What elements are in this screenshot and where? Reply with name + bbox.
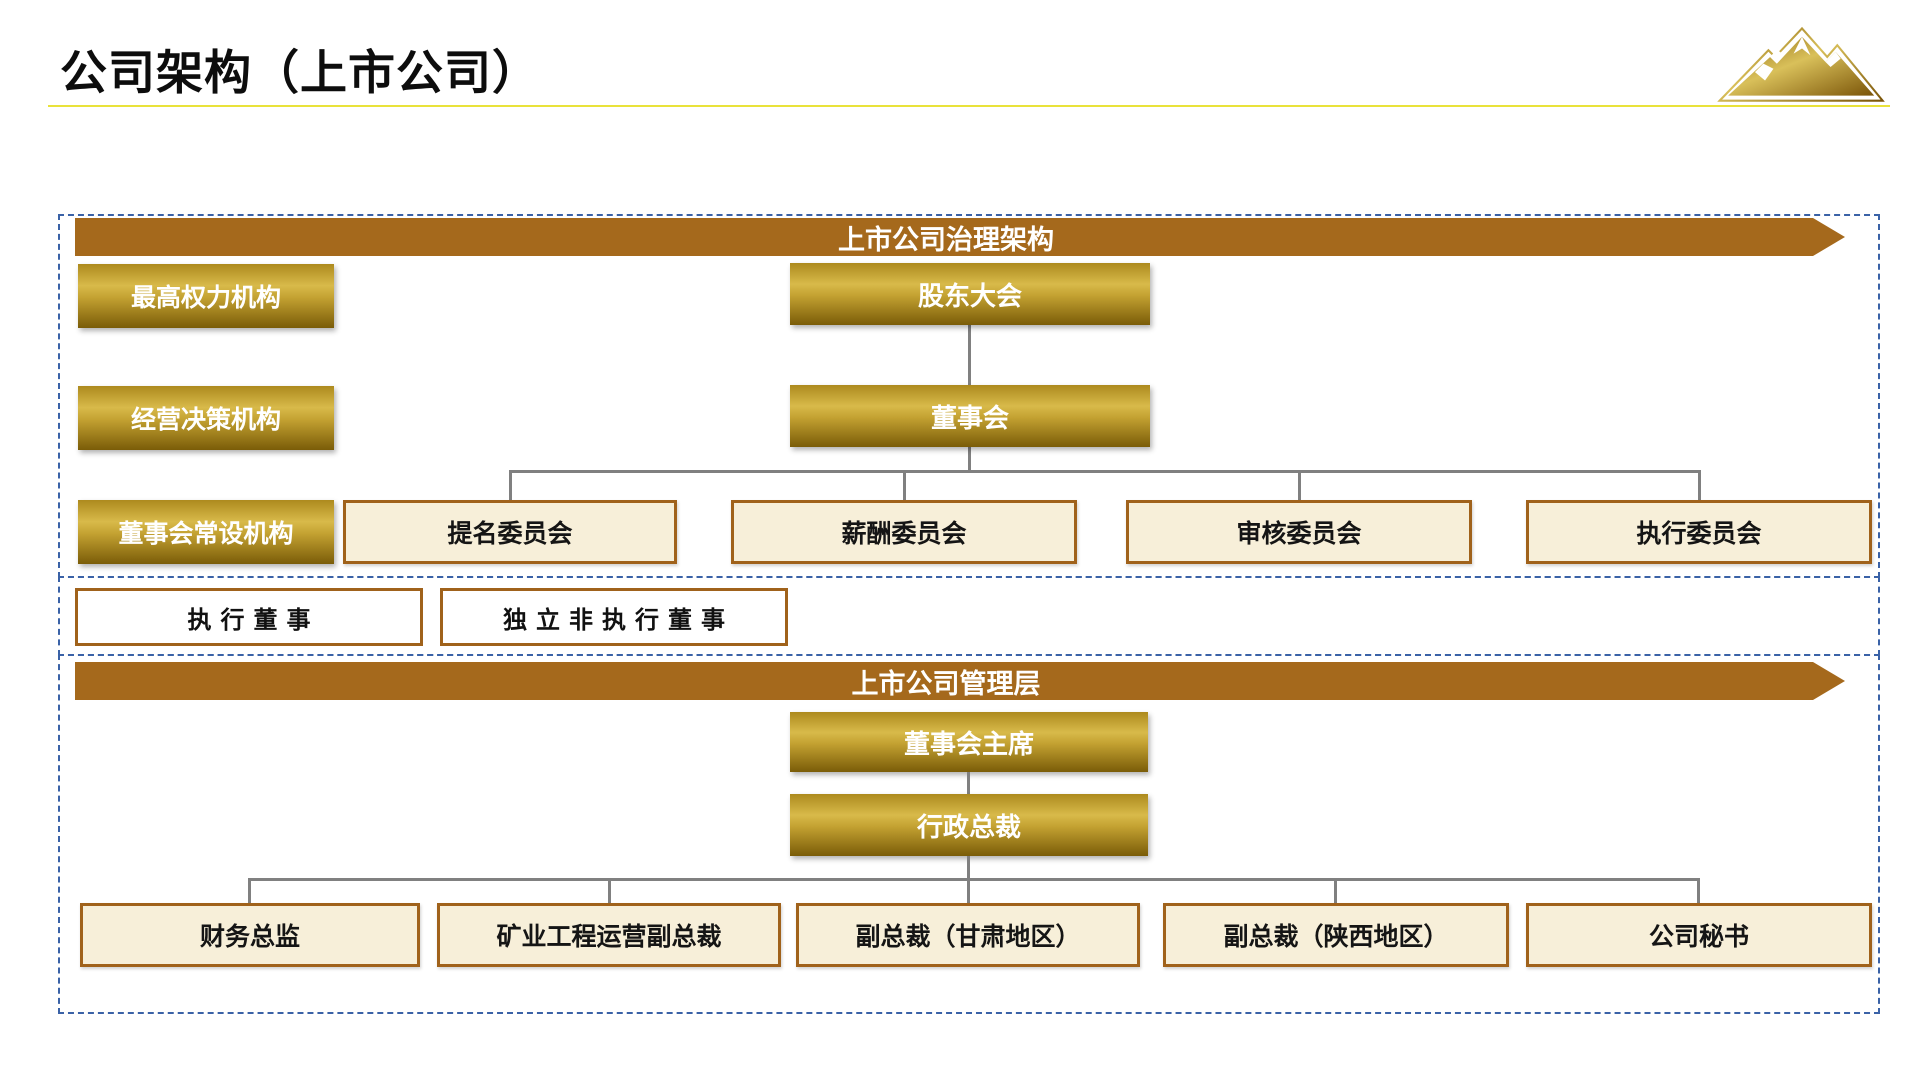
connector-ceo-down bbox=[967, 856, 970, 880]
box-cfo-text: 财务总监 bbox=[199, 923, 300, 951]
box-shareholders-meeting-text: 股东大会 bbox=[917, 280, 1022, 311]
label-decision-making-body: 经营决策机构 bbox=[78, 386, 334, 450]
box-mining-operations-vp-text: 矿业工程运营副总裁 bbox=[496, 923, 722, 951]
title-underline bbox=[48, 105, 1890, 107]
box-shareholders-meeting: 股东大会 bbox=[790, 263, 1150, 325]
connector-chairman-ceo bbox=[967, 772, 970, 794]
management-banner-label: 上市公司管理层 bbox=[851, 668, 1041, 699]
box-cfo: 财务总监 bbox=[80, 903, 420, 967]
box-independent-non-executive-director: 独立非执行董事 bbox=[440, 588, 788, 646]
box-company-secretary: 公司秘书 bbox=[1526, 903, 1872, 967]
connector-board-down bbox=[968, 447, 971, 472]
connector-executives-horizontal bbox=[248, 878, 1700, 881]
connector-shareholders-board bbox=[968, 325, 971, 386]
governance-banner-label: 上市公司治理架构 bbox=[838, 224, 1054, 255]
box-executive-committee-text: 执行委员会 bbox=[1636, 520, 1762, 548]
connector-stub-cfo bbox=[248, 878, 251, 903]
box-board-text: 董事会 bbox=[930, 402, 1009, 433]
box-chairman: 董事会主席 bbox=[790, 712, 1148, 772]
connector-stub-mining-vp bbox=[608, 878, 611, 903]
box-audit-committee-text: 审核委员会 bbox=[1236, 520, 1362, 548]
box-chairman-text: 董事会主席 bbox=[903, 728, 1034, 759]
box-ceo-text: 行政总裁 bbox=[916, 811, 1021, 842]
box-executive-director-text: 执行董事 bbox=[187, 606, 320, 634]
box-mining-operations-vp: 矿业工程运营副总裁 bbox=[437, 903, 781, 967]
connector-stub-vp-gansu bbox=[967, 878, 970, 903]
connector-committees-horizontal bbox=[509, 470, 1701, 473]
box-independent-non-executive-director-text: 独立非执行董事 bbox=[503, 606, 734, 634]
box-remuneration-committee-text: 薪酬委员会 bbox=[841, 520, 967, 548]
box-vp-gansu-text: 副总裁（甘肃地区） bbox=[855, 923, 1081, 951]
governance-banner: 上市公司治理架构 bbox=[75, 218, 1845, 256]
box-nomination-committee-text: 提名委员会 bbox=[447, 520, 573, 548]
management-banner: 上市公司管理层 bbox=[75, 662, 1845, 700]
box-nomination-committee: 提名委员会 bbox=[343, 500, 677, 564]
box-company-secretary-text: 公司秘书 bbox=[1648, 923, 1749, 951]
box-remuneration-committee: 薪酬委员会 bbox=[731, 500, 1077, 564]
label-supreme-authority-text: 最高权力机构 bbox=[130, 284, 281, 312]
label-board-standing-bodies-text: 董事会常设机构 bbox=[118, 520, 294, 548]
connector-stub-vp-shaanxi bbox=[1334, 878, 1337, 903]
box-board: 董事会 bbox=[790, 385, 1150, 447]
box-vp-shaanxi-text: 副总裁（陕西地区） bbox=[1223, 923, 1449, 951]
connector-stub-secretary bbox=[1697, 878, 1700, 903]
box-audit-committee: 审核委员会 bbox=[1126, 500, 1472, 564]
label-decision-making-body-text: 经营决策机构 bbox=[130, 406, 281, 434]
gold-mountain-logo-icon bbox=[1717, 26, 1885, 102]
box-ceo: 行政总裁 bbox=[790, 794, 1148, 856]
box-executive-committee: 执行委员会 bbox=[1526, 500, 1872, 564]
connector-stub-remuneration bbox=[903, 470, 906, 500]
connector-stub-nomination bbox=[509, 470, 512, 500]
management-section-frame bbox=[58, 654, 1880, 1014]
connector-stub-audit bbox=[1298, 470, 1301, 500]
box-executive-director: 执行董事 bbox=[75, 588, 423, 646]
connector-stub-executive-committee bbox=[1698, 470, 1701, 500]
label-board-standing-bodies: 董事会常设机构 bbox=[78, 500, 334, 564]
box-vp-shaanxi: 副总裁（陕西地区） bbox=[1163, 903, 1509, 967]
box-vp-gansu: 副总裁（甘肃地区） bbox=[796, 903, 1140, 967]
label-supreme-authority: 最高权力机构 bbox=[78, 264, 334, 328]
page-title: 公司架构（上市公司） bbox=[60, 46, 540, 99]
